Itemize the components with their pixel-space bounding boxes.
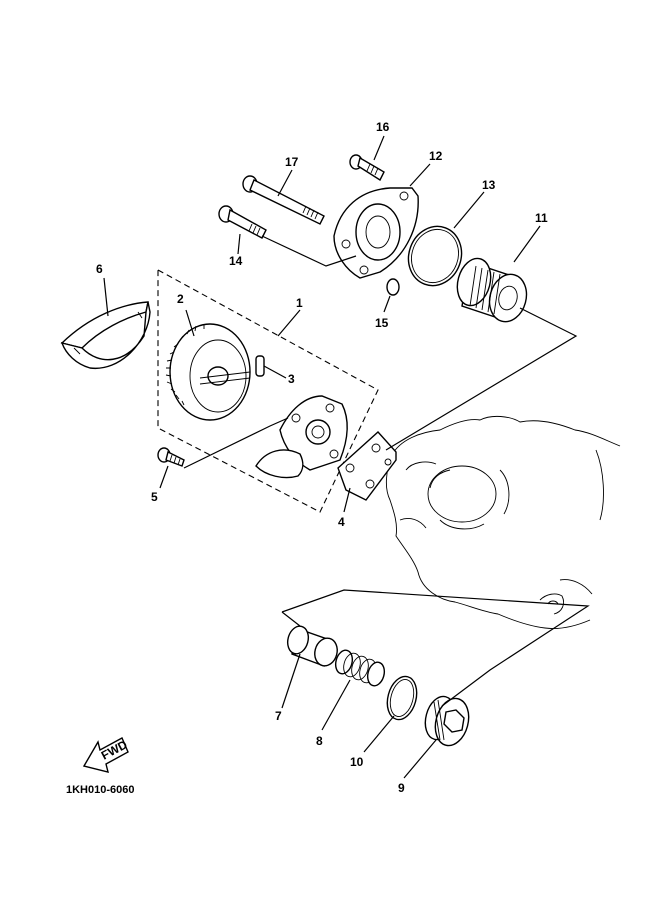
callout-2: 2 (177, 292, 184, 306)
part-14-bolt (218, 205, 267, 239)
callout-6: 6 (96, 262, 103, 276)
assembly-boundary (157, 269, 379, 513)
part-9-drain-plug (424, 695, 470, 747)
callout-10: 10 (350, 755, 364, 769)
part-5-screw (157, 447, 185, 467)
callout-15: 15 (375, 316, 389, 330)
crankcase-outline (385, 415, 621, 629)
drawing-code: 1KH010-6060 (66, 784, 135, 796)
part-13-o-ring (407, 225, 463, 287)
part-7-cup (286, 625, 338, 667)
callout-labels: 1 2 3 4 5 6 7 8 9 10 11 12 13 14 15 16 1… (96, 120, 548, 795)
callout-8: 8 (316, 734, 323, 748)
part-12-filter-cover (333, 187, 419, 279)
callout-9: 9 (398, 781, 405, 795)
callout-7: 7 (275, 709, 282, 723)
callout-1: 1 (296, 296, 303, 310)
callout-3: 3 (288, 372, 295, 386)
part-2-gear (165, 323, 251, 421)
part-16-bolt (349, 154, 385, 182)
fwd-arrow-icon: FWD (82, 737, 130, 773)
part-10-o-ring (386, 675, 418, 721)
callout-4: 4 (338, 515, 345, 529)
leader-lines (103, 135, 590, 779)
part-11-oil-filter (456, 257, 528, 323)
callout-5: 5 (151, 490, 158, 504)
part-4-gasket (337, 431, 397, 501)
callout-12: 12 (429, 149, 443, 163)
callout-16: 16 (376, 120, 390, 134)
part-6-cover (60, 301, 151, 369)
part-17-long-bolt (242, 175, 325, 225)
callout-17: 17 (285, 155, 299, 169)
callout-11: 11 (535, 211, 548, 225)
callout-13: 13 (482, 178, 496, 192)
callout-14: 14 (229, 254, 243, 268)
part-3-pin (255, 355, 265, 377)
pump-body (255, 395, 348, 479)
part-8-spring (334, 649, 386, 687)
part-15-small-o-ring (386, 278, 400, 296)
